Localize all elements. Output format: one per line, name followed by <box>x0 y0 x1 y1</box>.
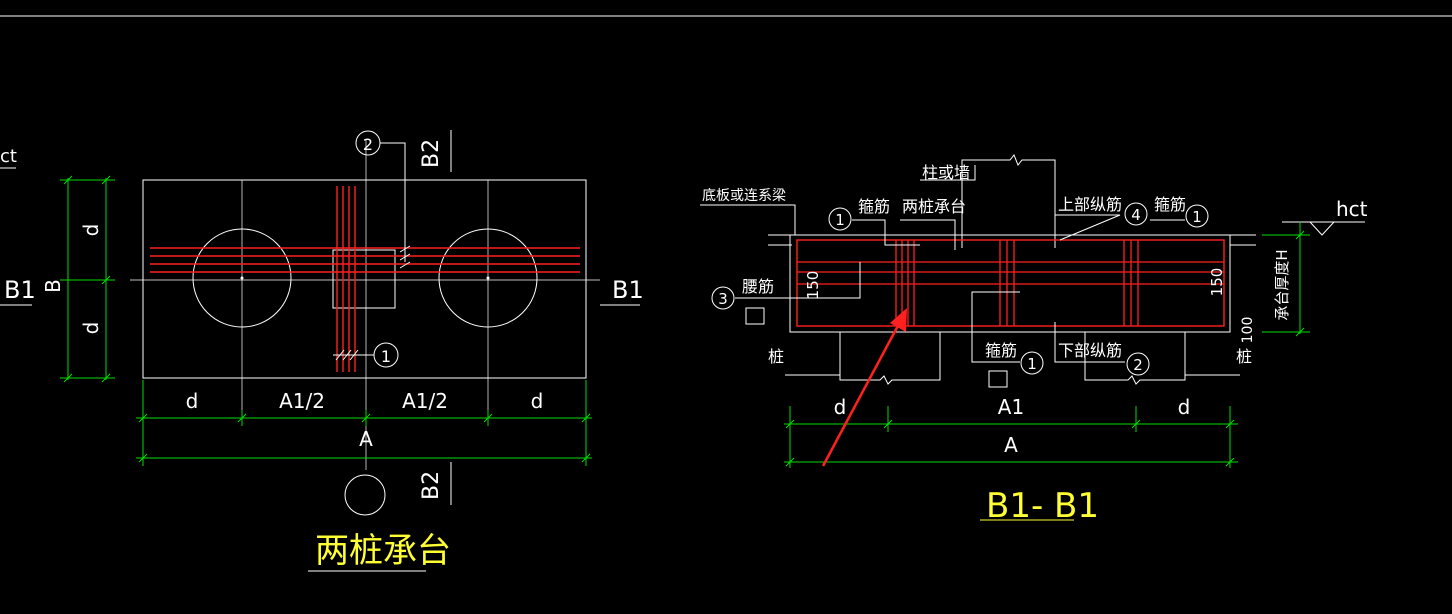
section-rebar-vertical <box>895 240 1139 326</box>
plan-dim-right: d <box>531 389 544 413</box>
plan-leader-1-ticks <box>335 349 359 361</box>
section-cover-left: 150 <box>804 271 822 300</box>
annotation-arrow <box>821 308 907 467</box>
section-cover-left-group: 150 <box>804 271 822 300</box>
section-bubble-1a <box>828 207 852 231</box>
section-label-thickness: 承台厚度H <box>1273 249 1291 320</box>
section-label-column: 柱或墙 <box>922 163 970 182</box>
section-pile-right <box>1084 332 1186 385</box>
section-rebar-cage <box>796 239 1225 327</box>
section-dim-mid: A1 <box>998 395 1024 419</box>
section-leader-column <box>920 165 976 181</box>
section-label-stirrup-bottom: 箍筋 <box>985 341 1017 360</box>
section-bubble-1b <box>1185 204 1209 228</box>
section-cover-bottom-group: 100 <box>1240 317 1256 344</box>
section-dim-right: d <box>1178 395 1191 419</box>
plan-dim-left: d <box>186 389 199 413</box>
section-bubble-2 <box>1126 352 1150 376</box>
plan-bottom-dimension <box>136 380 592 466</box>
plan-side-dim-lower: d <box>79 322 103 335</box>
plan-rebar-vertical <box>336 186 356 372</box>
section-pile-left <box>839 332 941 385</box>
plan-cap-outline <box>142 179 587 379</box>
section-stirrup-symbol <box>988 370 1008 388</box>
plan-bubble-2-text: 2 <box>363 135 373 154</box>
section-label-pile-left: 桩 <box>768 347 784 366</box>
section-label-pile-right: 桩 <box>1236 347 1252 366</box>
section-leader-top-long <box>1055 214 1121 241</box>
section-leader-stirrup-left <box>852 219 920 246</box>
plan-section-mark-top-group: B2 <box>419 139 444 168</box>
section-view: 底板或连系梁 柱或墙 箍筋 1 两桩承台 上部纵筋 4 箍筋 1 腰筋 3 15… <box>700 154 1368 526</box>
plan-leader-2 <box>380 142 406 262</box>
plan-bottom-circle <box>344 474 386 516</box>
section-leader-bottom-long <box>1054 322 1125 363</box>
section-bottom-dimension <box>784 406 1238 468</box>
section-cover-bottom: 100 <box>1240 317 1256 344</box>
plan-side-dim-upper: d <box>79 224 103 237</box>
section-label-stirrup-left: 箍筋 <box>858 197 890 216</box>
section-bubble-4-text: 4 <box>1131 206 1141 224</box>
section-hct-marker <box>1282 221 1365 236</box>
section-bubble-2-text: 2 <box>1133 356 1143 374</box>
section-thickness-dimension <box>1262 222 1310 337</box>
plan-rebar-horizontal <box>150 247 580 273</box>
section-label-bottom-long: 下部纵筋 <box>1058 341 1122 360</box>
plan-column <box>332 249 396 309</box>
section-title: B1- B1 <box>986 486 1099 526</box>
plan-side-dimension <box>60 175 115 383</box>
section-bubble-4 <box>1124 202 1148 226</box>
plan-bubble-2 <box>355 130 381 156</box>
section-cover-right: 150 <box>1208 268 1226 297</box>
plan-side-dim-total: B <box>41 279 65 293</box>
plan-pile-left-center <box>240 276 244 280</box>
section-waist-symbol <box>745 307 765 325</box>
plan-side-dim-upper-group: d <box>79 224 103 237</box>
section-cover-right-group: 150 <box>1208 268 1226 297</box>
plan-bubble-1 <box>373 342 399 368</box>
plan-leader-2-ticks <box>399 245 411 269</box>
plan-bubble-1-text: 1 <box>381 347 391 366</box>
section-leader-cap <box>900 219 956 250</box>
section-dim-total: A <box>1004 433 1018 457</box>
plan-dim-mid-right: A1/2 <box>402 389 448 413</box>
section-leader-slab <box>700 204 796 235</box>
plan-ct-label: ct <box>0 146 17 167</box>
plan-pile-right-center <box>486 276 490 280</box>
section-bubble-1a-text: 1 <box>835 211 845 229</box>
section-bubble-1c <box>1020 351 1044 375</box>
section-leader-stirrup-bottom <box>971 291 1020 363</box>
section-label-hct: hct <box>1336 197 1368 221</box>
plan-section-mark-right: B1 <box>612 276 644 304</box>
section-bubble-3 <box>711 286 735 310</box>
plan-pile-right <box>438 228 538 328</box>
section-cap-outline <box>789 234 1231 333</box>
section-label-top-long: 上部纵筋 <box>1058 195 1122 214</box>
plan-side-dim-total-group: B <box>41 279 65 293</box>
plan-view: ct <box>0 130 644 572</box>
plan-pile-left <box>192 228 292 328</box>
plan-side-dim-lower-group: d <box>79 322 103 335</box>
section-bubble-1b-text: 1 <box>1192 208 1202 226</box>
section-dim-left: d <box>834 395 847 419</box>
plan-title: 两桩承台 <box>315 531 451 571</box>
section-leader-waist <box>735 262 861 299</box>
section-column <box>961 154 1056 248</box>
section-bubble-1c-text: 1 <box>1027 355 1037 373</box>
plan-section-mark-bottom: B2 <box>419 471 444 500</box>
plan-dim-mid-left: A1/2 <box>279 389 325 413</box>
plan-dim-total: A <box>359 427 373 451</box>
section-label-slab: 底板或连系梁 <box>702 188 786 204</box>
section-label-waist: 腰筋 <box>742 277 774 296</box>
plan-section-mark-bottom-group: B2 <box>419 471 444 500</box>
plan-section-mark-top: B2 <box>419 139 444 168</box>
section-thickness-label-group: 承台厚度H <box>1273 249 1291 320</box>
section-label-stirrup-right: 箍筋 <box>1154 195 1186 214</box>
section-bubble-3-text: 3 <box>718 290 728 308</box>
section-rebar-horizontal <box>797 261 1224 285</box>
section-label-cap: 两桩承台 <box>902 197 966 216</box>
plan-section-mark-left: B1 <box>4 276 36 304</box>
